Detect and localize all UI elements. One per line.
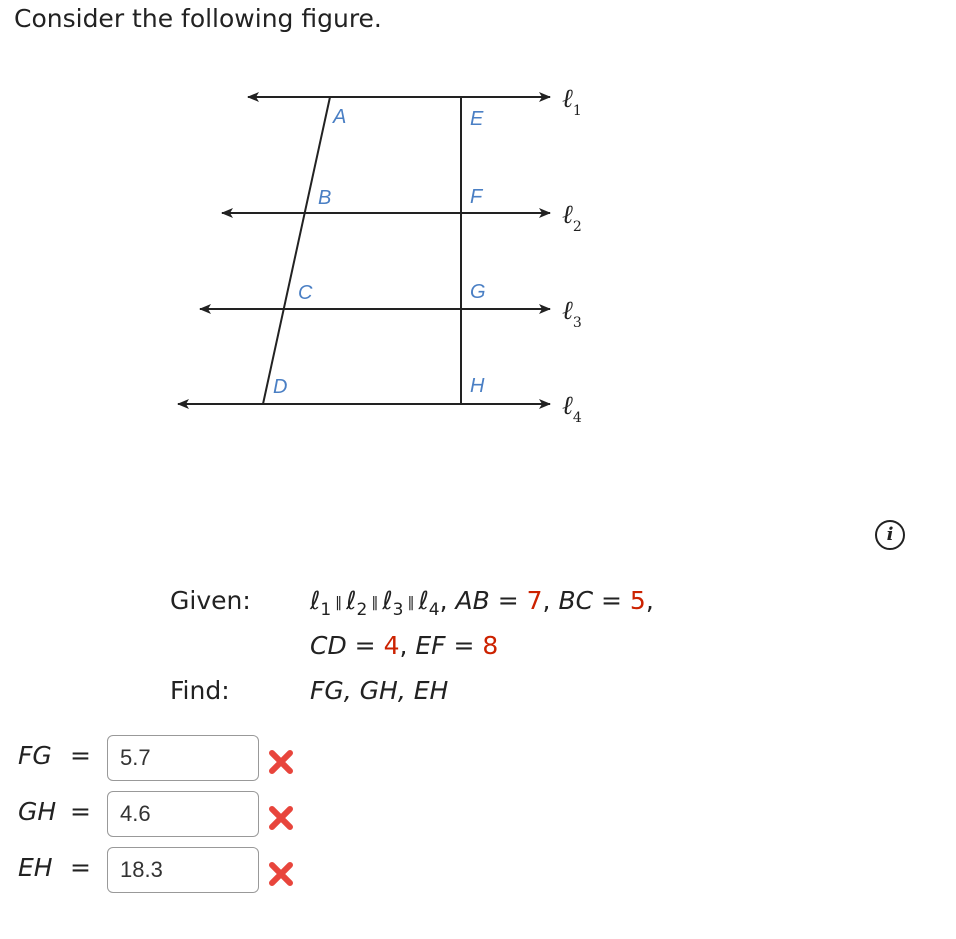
point-label-e: E xyxy=(470,108,484,130)
line-label-l2: ℓ2 xyxy=(562,200,582,235)
ell-symbol: ℓ xyxy=(310,586,321,615)
x-mark-icon xyxy=(269,862,293,886)
fg-answer-input[interactable] xyxy=(107,735,259,781)
line-subscript: 3 xyxy=(392,600,404,620)
ell-symbol: ℓ xyxy=(346,586,357,615)
parallel-symbol: ‖ xyxy=(335,595,343,611)
point-label-b: B xyxy=(318,187,331,209)
cd-value: 4 xyxy=(383,631,400,660)
point-label-c: C xyxy=(298,282,313,304)
point-label-d: D xyxy=(273,376,287,398)
equals-sign: = xyxy=(70,853,91,882)
transversal-ad xyxy=(262,96,331,405)
gh-answer-input[interactable] xyxy=(107,791,259,837)
ab-label: AB xyxy=(455,586,490,615)
prompt-text: Consider the following figure. xyxy=(14,4,382,33)
ab-value: 7 xyxy=(526,586,543,615)
ell-symbol: ℓ xyxy=(382,586,393,615)
given-statement: ℓ1‖ℓ2‖ℓ3‖ℓ4, AB = 7, BC = 5, xyxy=(310,586,654,620)
equals-sign: = xyxy=(70,797,91,826)
answer-label-gh: GH xyxy=(18,797,57,826)
cd-label: CD xyxy=(310,631,347,660)
x-mark-icon xyxy=(269,750,293,774)
parallel-symbol: ‖ xyxy=(407,595,415,611)
point-label-g: G xyxy=(470,281,486,303)
given-statement-line2: CD = 4, EF = 8 xyxy=(310,631,499,660)
bc-value: 5 xyxy=(629,586,646,615)
eh-answer-input[interactable] xyxy=(107,847,259,893)
point-label-f: F xyxy=(470,186,484,208)
line-label-l3: ℓ3 xyxy=(562,296,582,331)
find-label: Find: xyxy=(170,676,230,705)
equals-sign: = xyxy=(70,741,91,770)
ell-symbol: ℓ xyxy=(418,586,429,615)
line-label-l4: ℓ4 xyxy=(562,391,582,426)
parallel-lines-figure: A B C D E F G H ℓ1 ℓ2 ℓ3 ℓ4 xyxy=(177,84,582,426)
line-subscript: 4 xyxy=(428,600,440,620)
point-label-h: H xyxy=(470,375,485,397)
x-mark-icon xyxy=(269,806,293,830)
answer-label-eh: EH xyxy=(18,853,53,882)
parallel-symbol: ‖ xyxy=(371,595,379,611)
line-subscript: 1 xyxy=(320,600,332,620)
ef-value: 8 xyxy=(482,631,499,660)
bc-label: BC xyxy=(558,586,594,615)
info-icon[interactable]: i xyxy=(875,520,905,550)
answer-label-fg: FG xyxy=(18,741,52,770)
line-subscript: 2 xyxy=(356,600,368,620)
ef-label: EF xyxy=(415,631,446,660)
given-label: Given: xyxy=(170,586,251,615)
find-statement: FG, GH, EH xyxy=(310,676,449,705)
point-label-a: A xyxy=(332,106,346,128)
line-label-l1: ℓ1 xyxy=(562,84,582,119)
